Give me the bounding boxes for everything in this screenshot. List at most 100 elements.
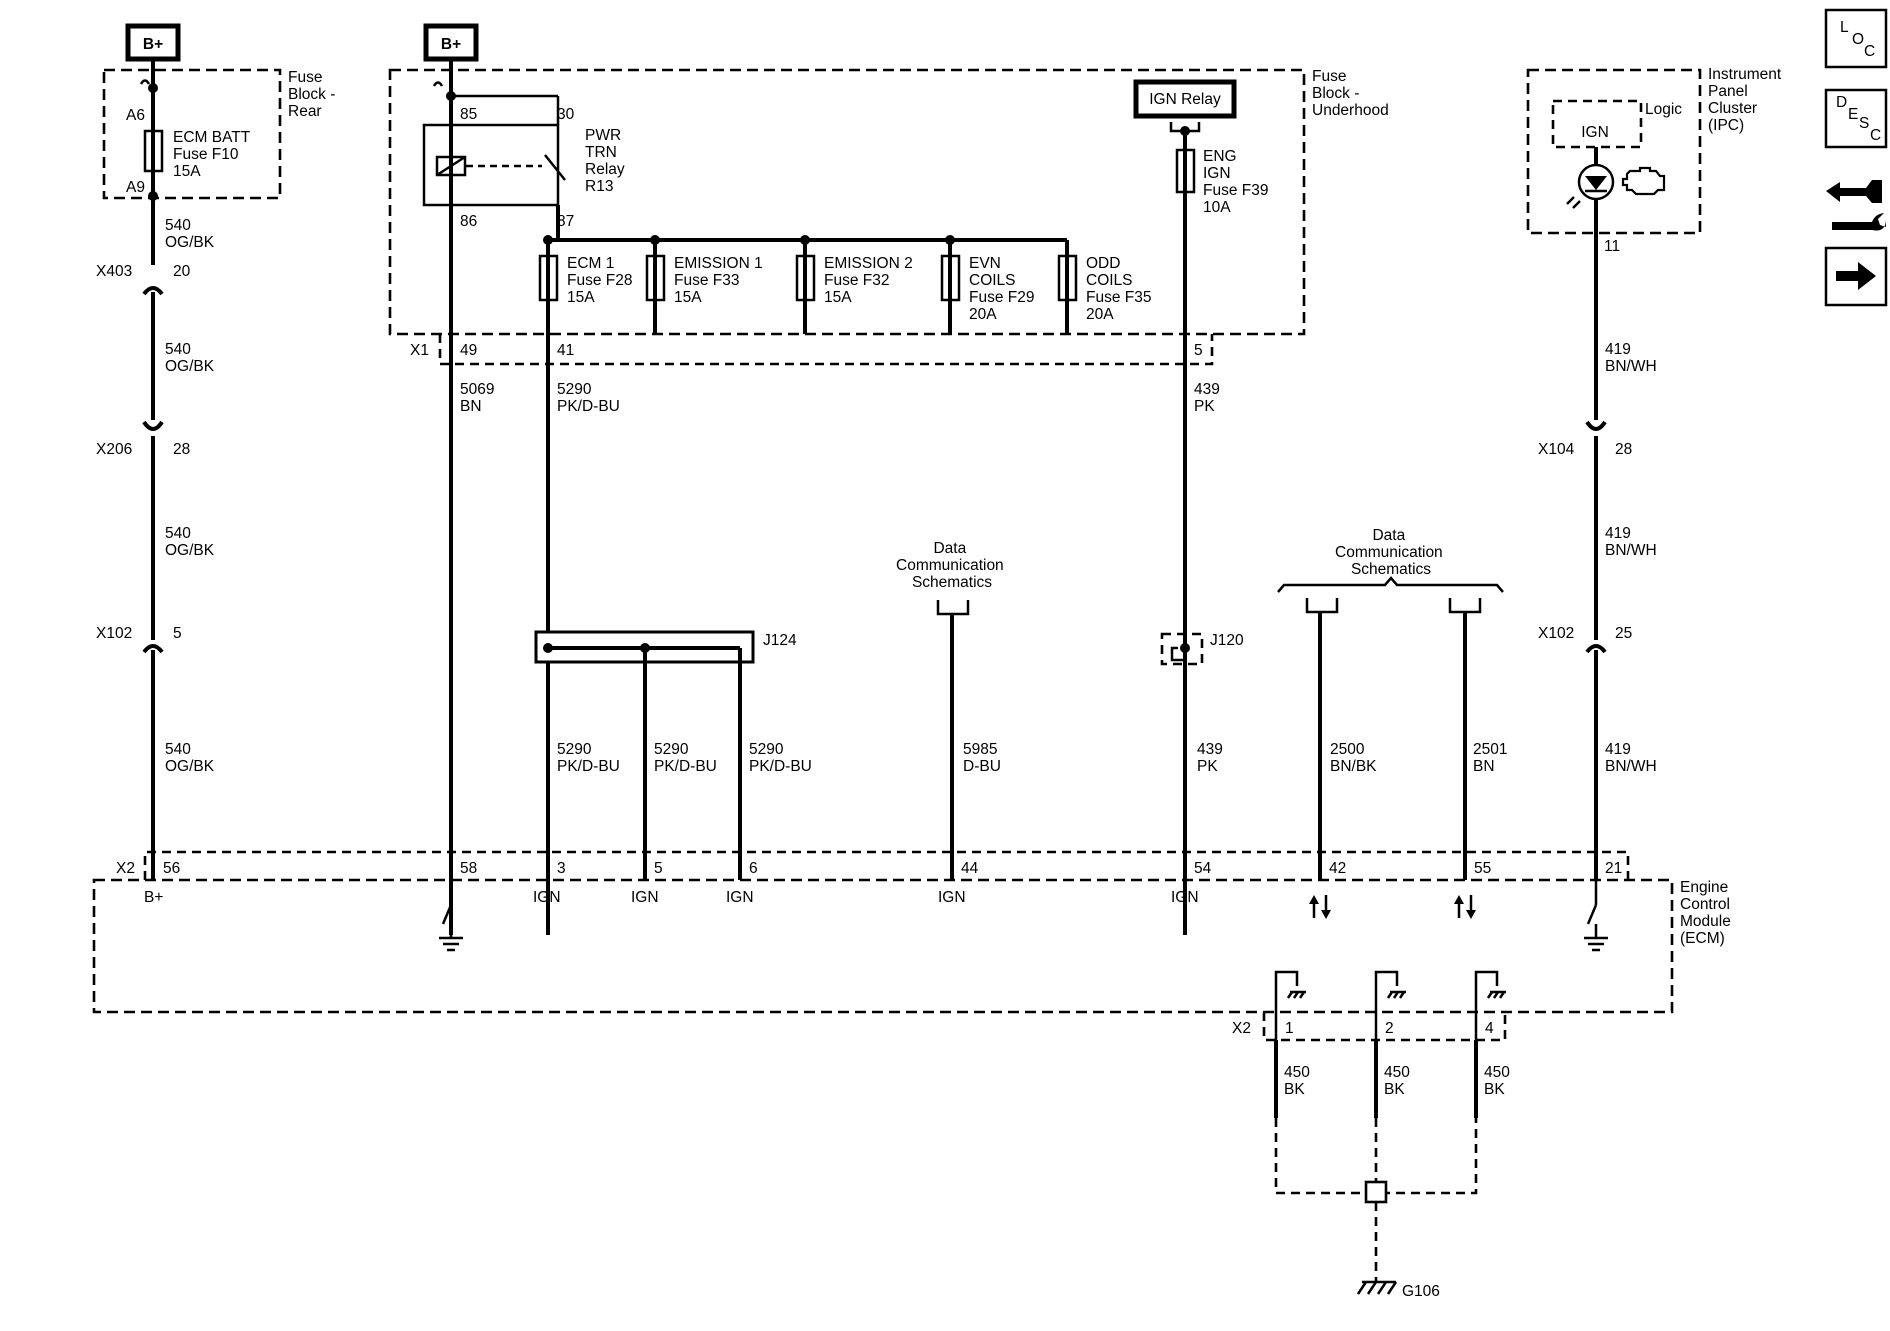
wire-419-b: 419 BN/WH (1605, 525, 1657, 559)
svg-text:IGN: IGN (1581, 124, 1609, 141)
fuse-f35-label: ODD COILS Fuse F35 20A (1086, 255, 1156, 323)
svg-text:B+: B+ (143, 36, 163, 53)
svg-text:B+: B+ (144, 889, 163, 906)
svg-text:IGN: IGN (726, 889, 754, 906)
svg-text:87: 87 (557, 213, 574, 230)
svg-text:E: E (1848, 106, 1858, 123)
svg-text:49: 49 (460, 342, 477, 359)
data-comm-schematics-link-left[interactable]: Data Communication Schematics (896, 540, 1008, 591)
svg-text:IGN: IGN (533, 889, 561, 906)
fuse-f10-label: ECM BATT Fuse F10 15A (173, 129, 254, 180)
svg-text:IGN: IGN (631, 889, 659, 906)
connector-wrench-icon (1826, 180, 1886, 231)
svg-text:D: D (1836, 94, 1847, 111)
svg-text:55: 55 (1474, 860, 1491, 877)
wire-5069: 5069 BN (460, 381, 499, 415)
fuse-block-underhood-label: Fuse Block - Underhood (1312, 68, 1389, 119)
wire-5290-top: 5290 PK/D-BU (557, 381, 620, 415)
description-view-button[interactable]: D E S C (1824, 88, 1888, 149)
wire-540-d: 540 OG/BK (165, 741, 215, 775)
svg-text:2: 2 (1385, 1020, 1394, 1037)
svg-text:X1: X1 (410, 342, 429, 359)
svg-text:5: 5 (1194, 342, 1203, 359)
wire-5290-pin3: 5290 PK/D-BU (557, 741, 620, 775)
svg-text:41: 41 (557, 342, 574, 359)
fuse-f33 (645, 254, 666, 302)
splice-j120 (1160, 632, 1204, 666)
wire-2501: 2501 BN (1473, 741, 1512, 775)
svg-text:1: 1 (1285, 1020, 1294, 1037)
wire-540-c: 540 OG/BK (165, 525, 215, 559)
fuse-f29-label: EVN COILS Fuse F29 20A (969, 255, 1039, 323)
fuse-block-underhood-box (388, 68, 1306, 336)
pwr-trn-relay-r13 (422, 123, 560, 207)
svg-text:28: 28 (1615, 441, 1632, 458)
ipc-label: Instrument Panel Cluster (IPC) (1708, 66, 1786, 134)
svg-text:Logic: Logic (1645, 101, 1682, 118)
svg-text:85: 85 (460, 106, 477, 123)
pin-a6: A6 (126, 107, 145, 124)
svg-text:56: 56 (163, 860, 180, 877)
ground-symbol-icon (439, 936, 463, 952)
svg-text:5: 5 (173, 625, 182, 642)
svg-text:IGN Relay: IGN Relay (1149, 91, 1221, 108)
fuse-f29 (940, 254, 961, 302)
svg-text:20: 20 (173, 263, 191, 280)
svg-text:X2: X2 (116, 860, 135, 877)
svg-text:X2: X2 (1232, 1020, 1251, 1037)
ecm-ground-pins (1274, 970, 1506, 1065)
wire-5290-pin6: 5290 PK/D-BU (749, 741, 812, 775)
ground-splice (1364, 1180, 1388, 1204)
ipc-logic-box (1551, 99, 1643, 149)
connector-x102-left: X102 (96, 625, 132, 642)
wire-540-a: 540 OG/BK (165, 217, 215, 251)
connector-repair-button[interactable] (1824, 168, 1888, 238)
svg-text:IGN: IGN (1171, 889, 1199, 906)
fuse-f32 (795, 254, 816, 302)
svg-text:B+: B+ (441, 36, 461, 53)
svg-text:11: 11 (1604, 238, 1620, 255)
wire-419-c: 419 BN/WH (1605, 741, 1657, 775)
ecm-connector-x2 (143, 850, 1630, 880)
svg-text:28: 28 (173, 441, 190, 458)
wire-450-pin4: 450 BK (1484, 1064, 1514, 1098)
location-view-button[interactable]: L O C (1824, 8, 1888, 69)
connector-x206: X206 (96, 441, 132, 458)
fuse-f33-label: EMISSION 1 Fuse F33 15A (674, 255, 767, 306)
engine-control-module-box (92, 878, 1674, 1014)
fuse-f28 (538, 254, 559, 302)
arrow-right-icon (1836, 262, 1876, 290)
svg-text:C: C (1870, 127, 1881, 144)
fuse-f32-label: EMISSION 2 Fuse F32 15A (824, 255, 917, 306)
svg-text:5: 5 (654, 860, 663, 877)
wire-439-bottom: 439 PK (1197, 741, 1227, 775)
svg-text:25: 25 (1615, 625, 1632, 642)
bplus-terminal-left: B+ (125, 23, 181, 62)
ecm-label: Engine Control Module (ECM) (1680, 879, 1735, 947)
ign-relay-terminal: IGN Relay (1133, 79, 1237, 119)
svg-text:6: 6 (749, 860, 758, 877)
data-comm-schematics-link-right[interactable]: Data Communication Schematics (1335, 527, 1447, 578)
svg-text:21: 21 (1605, 860, 1622, 877)
svg-text:J124: J124 (763, 632, 797, 649)
svg-text:42: 42 (1329, 860, 1346, 877)
svg-text:58: 58 (460, 860, 477, 877)
svg-text:C: C (1864, 43, 1875, 60)
ipc-box (1526, 68, 1702, 235)
wire-2500: 2500 BN/BK (1330, 741, 1377, 775)
relay-r13-label: PWR TRN Relay R13 (585, 127, 629, 195)
fuse-block-rear-label: Fuse Block - Rear (288, 69, 340, 120)
data-bidirectional-arrow-icon (1309, 895, 1331, 919)
connector-x102-right: X102 (1538, 625, 1574, 642)
ground-symbol-icon (1584, 936, 1608, 952)
pin-a9: A9 (126, 179, 145, 196)
wire-419-a: 419 BN/WH (1605, 341, 1657, 375)
svg-text:4: 4 (1485, 1020, 1494, 1037)
svg-text:86: 86 (460, 213, 477, 230)
connector-x403: X403 (96, 263, 132, 280)
next-page-button[interactable] (1824, 246, 1888, 307)
fuse-block-rear-box (102, 68, 282, 200)
wire-439-top: 439 PK (1194, 381, 1224, 415)
wire-450-pin2: 450 BK (1384, 1064, 1414, 1098)
fuse-f39-label: ENG IGN Fuse F39 10A (1203, 148, 1273, 216)
